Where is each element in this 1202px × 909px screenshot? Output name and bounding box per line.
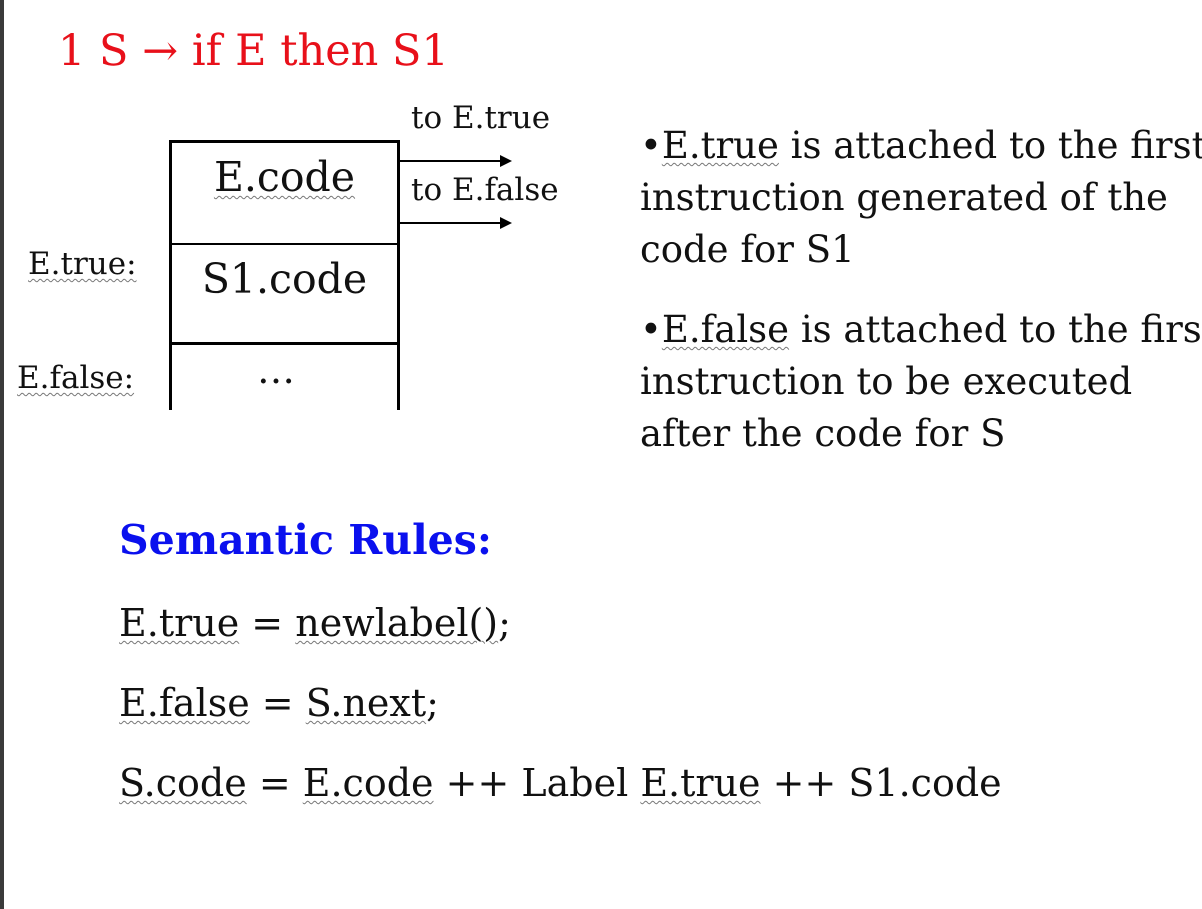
box-left-tail-line — [169, 345, 172, 410]
semantic-rules-heading: Semantic Rules: — [119, 516, 492, 564]
code-box: E.code S1.code — [169, 140, 400, 345]
page-left-border — [0, 0, 4, 909]
production-title: 1 S → if E then S1 — [58, 26, 449, 76]
arrow-to-true — [400, 154, 512, 168]
bullet-icon: • — [640, 124, 662, 167]
label-etrue: E.true: — [28, 246, 137, 282]
box-right-tail-line — [397, 345, 400, 410]
label-efalse: E.false: — [17, 360, 135, 396]
bullet-icon: • — [640, 308, 662, 351]
box-bottom-label: S1.code — [201, 255, 368, 303]
box-divider — [172, 243, 397, 245]
rule-efalse: E.false = S.next; — [119, 681, 439, 725]
box-top-label: E.code — [213, 153, 356, 201]
note-etrue: •E.true is attached to the first instruc… — [640, 124, 1202, 271]
rule-scode: S.code = E.code ++ Label E.true ++ S1.co… — [119, 761, 1002, 805]
arrow-to-false — [400, 216, 512, 230]
arrow-false-label: to E.false — [411, 172, 559, 208]
arrow-true-label: to E.true — [411, 100, 551, 136]
note-efalse: •E.false is attached to the first instru… — [640, 308, 1202, 455]
ellipsis-label: … — [257, 348, 295, 392]
rule-etrue: E.true = newlabel(); — [119, 601, 511, 645]
